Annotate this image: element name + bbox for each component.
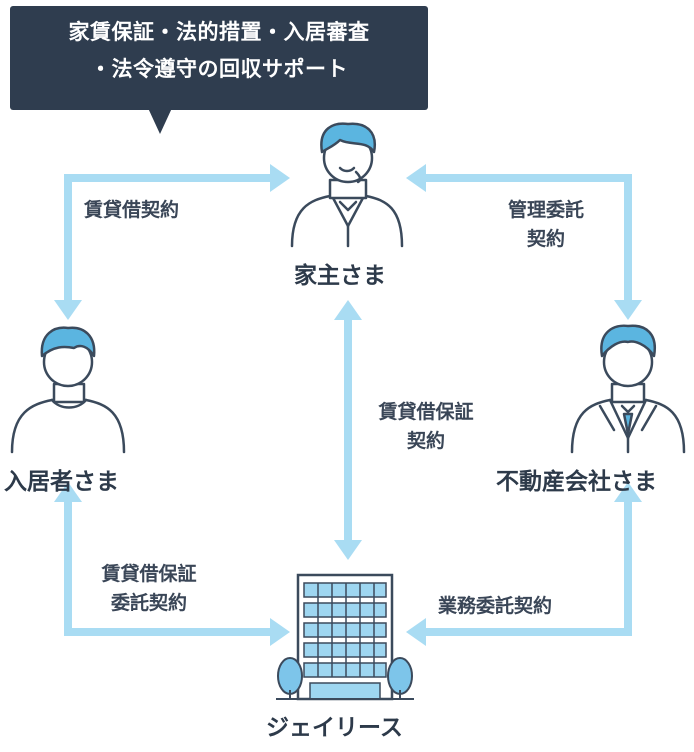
edge-label-landlord-realestate: 管理委託 契約 bbox=[486, 196, 606, 254]
tenant-person-icon bbox=[10, 326, 126, 454]
arrow-landlord-realestate bbox=[420, 174, 632, 305]
building-icon bbox=[276, 573, 414, 701]
tenant-label: 入居者さま bbox=[4, 469, 119, 495]
edge-label-landlord-company-line-2: 契約 bbox=[406, 430, 445, 452]
arrowhead-company-top bbox=[334, 540, 362, 560]
edge-label-tenant-company: 賃貸借保証 委託契約 bbox=[74, 560, 224, 618]
arrowhead-realestate-top bbox=[614, 300, 642, 320]
realestate-label: 不動産会社さま bbox=[496, 469, 657, 495]
arrowhead-landlord-left bbox=[270, 164, 290, 192]
edge-label-realestate-company: 業務委託契約 bbox=[438, 595, 553, 617]
callout-bubble bbox=[10, 6, 428, 110]
arrowhead-tenant-bottom bbox=[54, 482, 82, 502]
landlord-label: 家主さま bbox=[294, 263, 386, 289]
arrowhead-realestate-bottom bbox=[614, 482, 642, 502]
agent-person-icon bbox=[570, 324, 686, 454]
callout-text: 家賃保証・法的措置・入居審査 ・法令遵守の回収サポート bbox=[10, 14, 428, 88]
edge-label-landlord-realestate-line-2: 契約 bbox=[526, 228, 565, 250]
edge-label-tenant-company-line-2: 委託契約 bbox=[110, 592, 187, 614]
callout-line-1: 家賃保証・法的措置・入居審査 bbox=[68, 20, 370, 44]
landlord-person-icon bbox=[290, 122, 404, 248]
arrow-tenant-company bbox=[64, 495, 272, 636]
edge-label-landlord-realestate-line-1: 管理委託 bbox=[507, 199, 584, 221]
arrow-tenant-landlord bbox=[64, 174, 272, 305]
edge-label-tenant-landlord: 賃貸借契約 bbox=[84, 199, 180, 221]
arrowhead-company-left bbox=[270, 618, 290, 646]
callout-tail bbox=[148, 108, 172, 134]
edge-label-landlord-company-line-1: 賃貸借保証 bbox=[378, 401, 474, 423]
edge-label-landlord-company: 賃貸借保証 契約 bbox=[356, 398, 496, 456]
edge-label-tenant-company-line-1: 賃貸借保証 bbox=[101, 563, 197, 585]
callout-line-2: ・法令遵守の回収サポート bbox=[90, 57, 348, 81]
arrowhead-landlord-right bbox=[406, 164, 426, 192]
arrowhead-tenant-top bbox=[54, 300, 82, 320]
arrowhead-landlord-bottom bbox=[334, 300, 362, 320]
arrowhead-company-right bbox=[406, 618, 426, 646]
arrow-realestate-company bbox=[420, 495, 632, 636]
company-label: ジェイリース bbox=[266, 715, 403, 741]
